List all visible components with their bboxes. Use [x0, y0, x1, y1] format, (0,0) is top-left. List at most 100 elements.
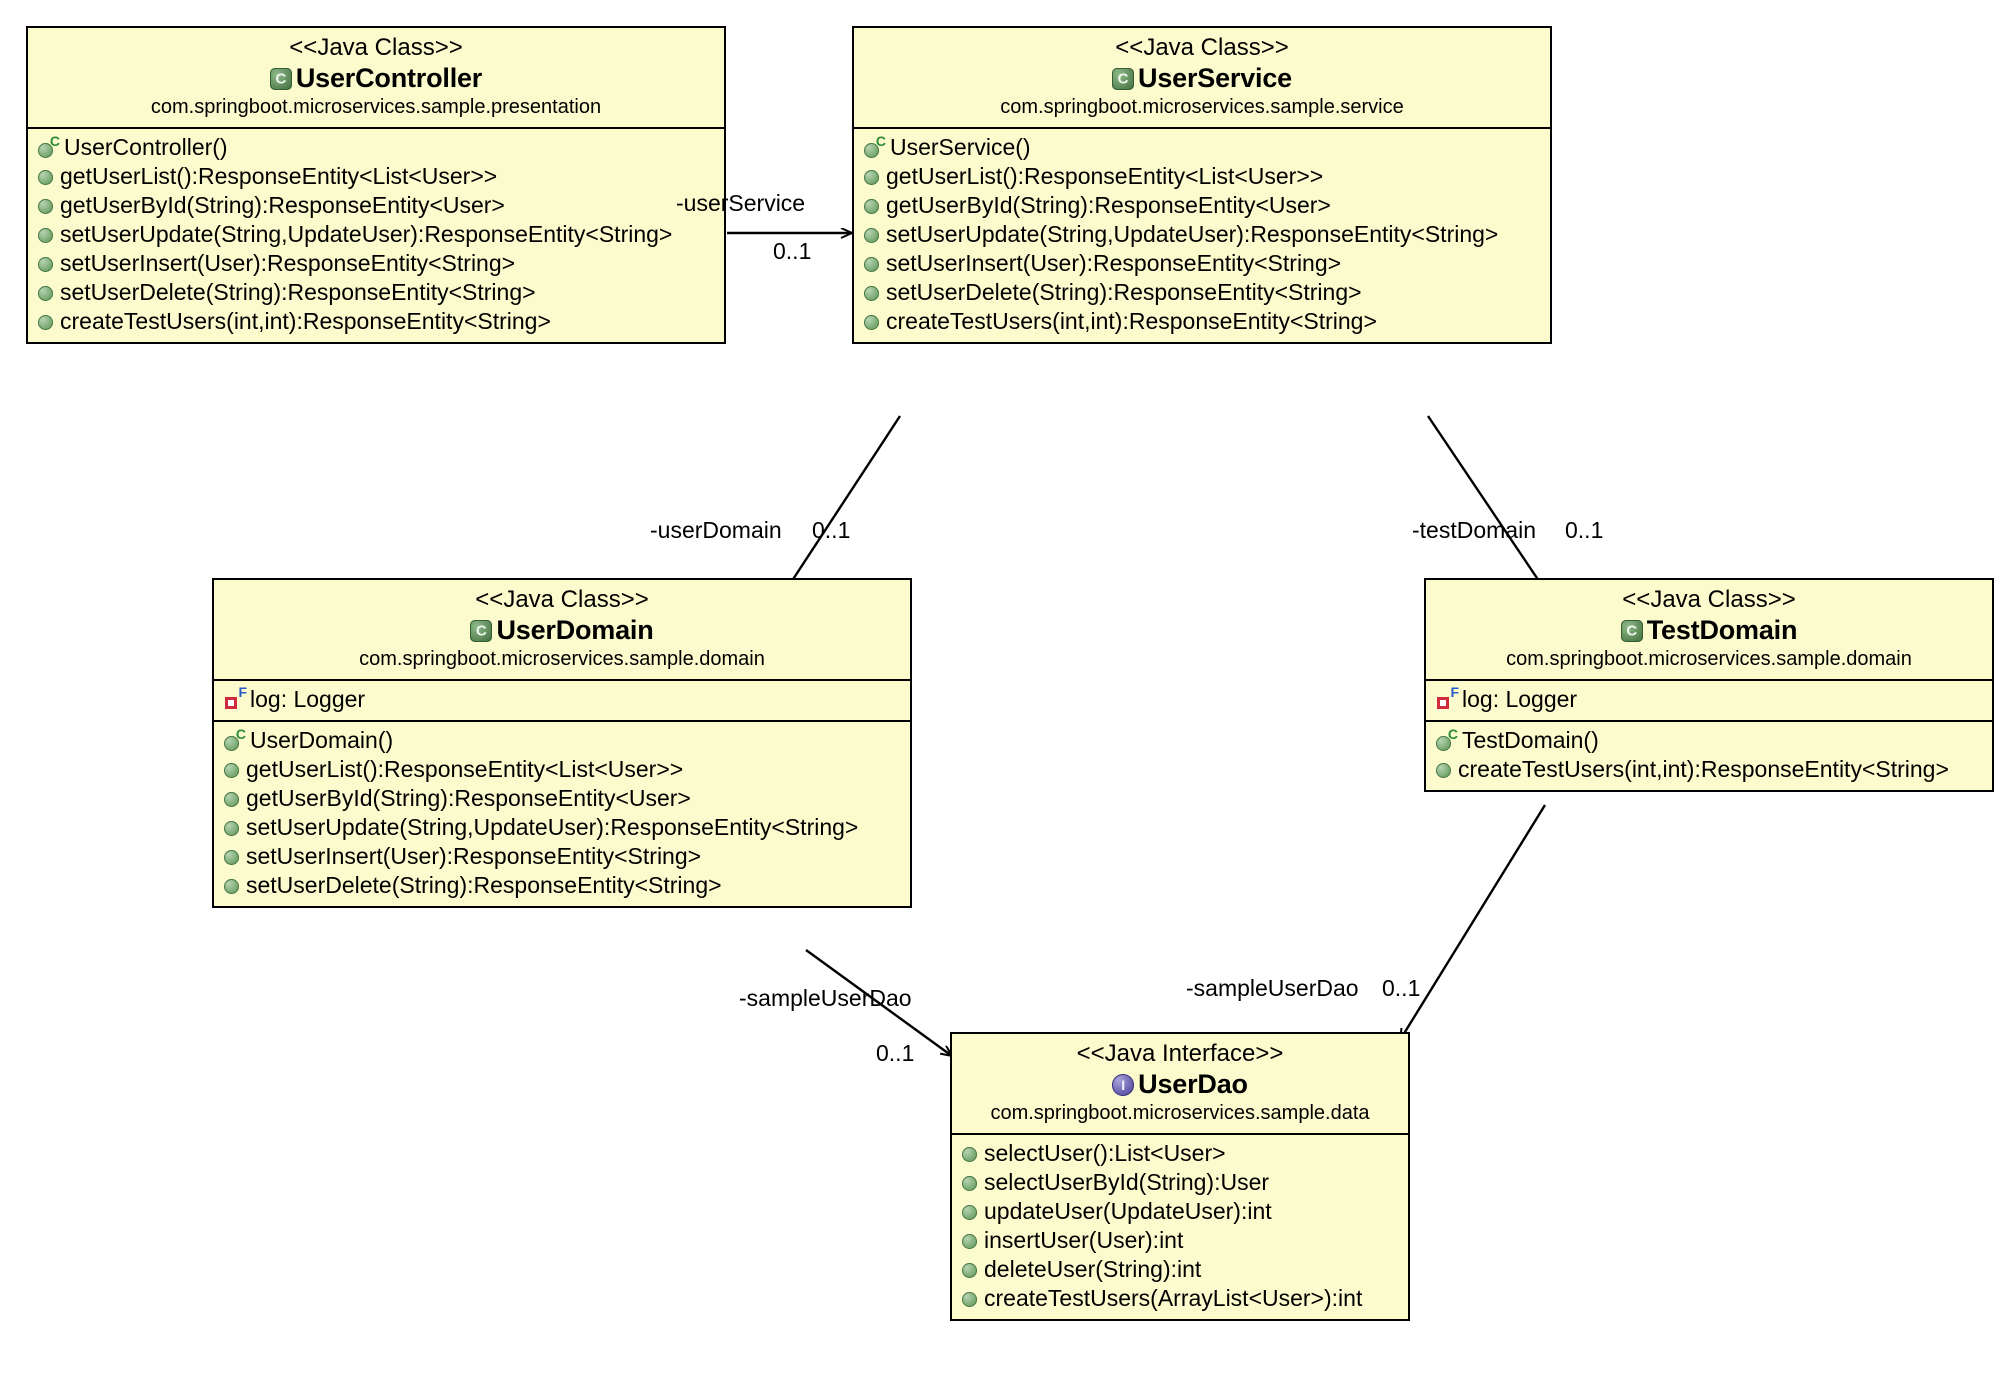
edge-service-to-testdomain [1427, 415, 1545, 590]
member-label: getUserById(String):ResponseEntity<User> [60, 192, 505, 219]
package-label: com.springboot.microservices.sample.data [990, 1102, 1370, 1125]
field-label: log: Logger [1462, 686, 1578, 713]
member-label: setUserUpdate(String,UpdateUser):Respons… [60, 221, 673, 248]
edge-service-to-userdomain [786, 415, 902, 590]
member-row[interactable]: selectUserById(String):User [952, 1168, 1408, 1197]
method-icon [864, 284, 881, 302]
class-box-user-controller[interactable]: <<Java Class>> UserController com.spring… [26, 26, 726, 345]
member-label: UserService() [890, 134, 1031, 161]
member-row[interactable]: getUserById(String):ResponseEntity<User> [854, 191, 1550, 220]
member-row[interactable]: updateUser(UpdateUser):int [952, 1197, 1408, 1226]
member-label: setUserUpdate(String,UpdateUser):Respons… [246, 814, 859, 841]
method-icon [864, 313, 881, 331]
edge-testdomain-to-userdao [1400, 804, 1547, 1040]
member-row[interactable]: getUserList():ResponseEntity<List<User>> [214, 755, 910, 784]
member-label: selectUserById(String):User [984, 1169, 1270, 1196]
class-box-user-dao[interactable]: <<Java Interface>> UserDao com.springboo… [950, 1032, 1410, 1322]
member-row[interactable]: getUserById(String):ResponseEntity<User> [28, 191, 724, 220]
member-row[interactable]: setUserUpdate(String,UpdateUser):Respons… [854, 220, 1550, 249]
member-row[interactable]: createTestUsers(int,int):ResponseEntity<… [1426, 755, 1992, 784]
method-icon [224, 877, 241, 895]
member-row[interactable]: C TestDomain() [1426, 726, 1992, 755]
method-icon [962, 1232, 979, 1250]
java-class-icon [269, 67, 292, 90]
method-icon [864, 168, 881, 186]
method-icon [224, 819, 241, 837]
member-label: getUserById(String):ResponseEntity<User> [886, 192, 1331, 219]
member-row[interactable]: setUserInsert(User):ResponseEntity<Strin… [214, 842, 910, 871]
class-box-test-domain[interactable]: <<Java Class>> TestDomain com.springboot… [1424, 578, 1994, 793]
class-box-user-domain[interactable]: <<Java Class>> UserDomain com.springboot… [212, 578, 912, 909]
member-row[interactable]: setUserUpdate(String,UpdateUser):Respons… [214, 813, 910, 842]
constructor-icon: C [38, 134, 60, 159]
class-title-row: UserDomain [224, 615, 900, 646]
package-label: com.springboot.microservices.sample.doma… [359, 648, 765, 671]
member-row[interactable]: createTestUsers(int,int):ResponseEntity<… [28, 307, 724, 336]
constructor-icon: C [1436, 727, 1458, 752]
member-label: UserController() [64, 134, 228, 161]
member-row[interactable]: setUserInsert(User):ResponseEntity<Strin… [854, 249, 1550, 278]
association-multiplicity-label-sampleuserdao-testdomain: 0..1 [1382, 975, 1421, 1001]
class-box-user-service[interactable]: <<Java Class>> UserService com.springboo… [852, 26, 1552, 345]
constructor-icon: C [224, 727, 246, 752]
class-header-user-controller: <<Java Class>> UserController com.spring… [28, 28, 724, 130]
member-label: selectUser():List<User> [984, 1140, 1226, 1167]
method-icon [38, 168, 55, 186]
member-row[interactable]: getUserList():ResponseEntity<List<User>> [28, 162, 724, 191]
method-icon [224, 848, 241, 866]
association-role-label-userdomain: -userDomain [650, 517, 782, 543]
java-class-icon [470, 619, 493, 642]
method-icon [962, 1203, 979, 1221]
class-name-label: TestDomain [1646, 615, 1798, 646]
method-icon [224, 761, 241, 779]
association-role-label-testdomain: -testDomain [1412, 517, 1536, 543]
member-label: deleteUser(String):int [984, 1256, 1202, 1283]
method-icon [38, 226, 55, 244]
class-name-label: UserDomain [496, 615, 654, 646]
member-row[interactable]: C UserDomain() [214, 726, 910, 755]
methods-compartment-test-domain: C TestDomain() createTestUsers(int,int):… [1426, 720, 1992, 790]
member-row[interactable]: getUserById(String):ResponseEntity<User> [214, 784, 910, 813]
association-multiplicity-label-userdomain: 0..1 [812, 517, 851, 543]
stereotype-label: <<Java Class>> [475, 586, 649, 613]
member-row[interactable]: setUserUpdate(String,UpdateUser):Respons… [28, 220, 724, 249]
method-icon [38, 255, 55, 273]
package-label: com.springboot.microservices.sample.doma… [1506, 648, 1912, 671]
java-interface-icon [1112, 1073, 1135, 1096]
member-row[interactable]: selectUser():List<User> [952, 1139, 1408, 1168]
member-label: setUserInsert(User):ResponseEntity<Strin… [886, 250, 1342, 277]
member-row[interactable]: createTestUsers(ArrayList<User>):int [952, 1284, 1408, 1313]
method-icon [864, 226, 881, 244]
methods-compartment-user-dao: selectUser():List<User> selectUserById(S… [952, 1135, 1408, 1319]
member-row[interactable]: setUserDelete(String):ResponseEntity<Str… [214, 871, 910, 900]
member-row[interactable]: insertUser(User):int [952, 1226, 1408, 1255]
member-row[interactable]: setUserDelete(String):ResponseEntity<Str… [28, 278, 724, 307]
member-row[interactable]: setUserDelete(String):ResponseEntity<Str… [854, 278, 1550, 307]
field-icon: F [224, 685, 247, 710]
field-row[interactable]: F log: Logger [214, 685, 910, 714]
package-label: com.springboot.microservices.sample.pres… [150, 96, 602, 119]
member-label: setUserUpdate(String,UpdateUser):Respons… [886, 221, 1499, 248]
member-row[interactable]: C UserService() [854, 133, 1550, 162]
association-role-label-userservice: -userService [676, 190, 806, 216]
method-icon [224, 790, 241, 808]
fields-compartment-test-domain: F log: Logger [1426, 681, 1992, 720]
method-icon [962, 1290, 979, 1308]
method-icon [38, 284, 55, 302]
member-label: createTestUsers(ArrayList<User>):int [984, 1285, 1363, 1312]
member-row[interactable]: setUserInsert(User):ResponseEntity<Strin… [28, 249, 724, 278]
field-row[interactable]: F log: Logger [1426, 685, 1992, 714]
java-class-icon [1112, 67, 1135, 90]
member-row[interactable]: C UserController() [28, 133, 724, 162]
methods-compartment-user-service: C UserService() getUserList():ResponseEn… [854, 129, 1550, 342]
member-row[interactable]: getUserList():ResponseEntity<List<User>> [854, 162, 1550, 191]
class-header-user-domain: <<Java Class>> UserDomain com.springboot… [214, 580, 910, 682]
member-label: TestDomain() [1462, 727, 1599, 754]
member-label: insertUser(User):int [984, 1227, 1184, 1254]
member-row[interactable]: createTestUsers(int,int):ResponseEntity<… [854, 307, 1550, 336]
method-icon [962, 1174, 979, 1192]
class-title-row: UserService [864, 63, 1540, 94]
member-row[interactable]: deleteUser(String):int [952, 1255, 1408, 1284]
stereotype-label: <<Java Interface>> [1076, 1040, 1284, 1067]
